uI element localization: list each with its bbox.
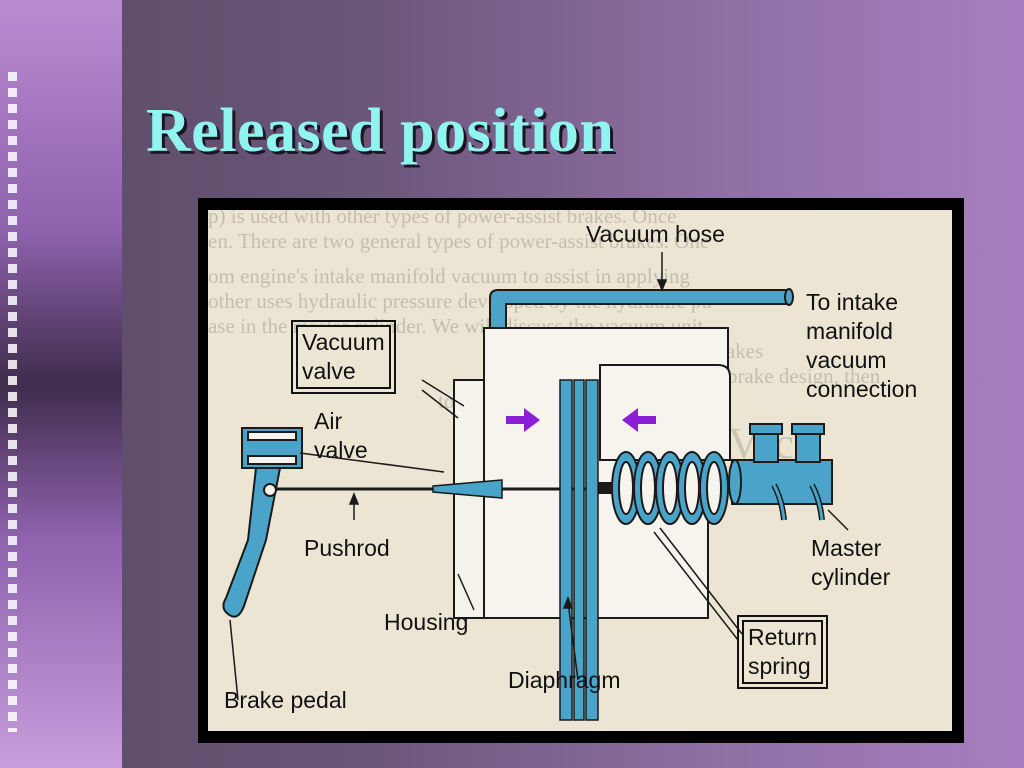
label-vacuum-valve: Vacuum valve [291,320,396,394]
brake-pedal [222,427,303,618]
slide-title: Released position [146,97,615,165]
diaphragm-plate [585,379,599,721]
bg-line: om engine's intake manifold vacuum to as… [208,264,691,288]
air-valve [432,479,503,499]
decorative-square-column [8,72,22,732]
diaphragm-plate [573,379,585,721]
label-master-cylinder: Master cylinder [811,535,891,590]
front-shell [599,364,731,461]
label-diaphragm: Diaphragm [508,667,621,693]
bg-line: en. There are two general types of power… [208,229,710,253]
label-to-intake: To intake manifold vacuum connection [806,289,918,402]
bg-line: p) is used with other types of power-ass… [208,210,677,228]
brake-booster-diagram: p) is used with other types of power-ass… [208,210,952,731]
booster-drawing [222,252,849,721]
label-air-valve: Air valve [314,408,368,463]
diagram-frame: p) is used with other types of power-ass… [198,198,964,743]
leader-lines [229,252,849,701]
vacuum-hose [489,289,791,329]
label-pushrod: Pushrod [304,535,390,561]
master-cylinder [728,423,833,521]
vacuum-arrows [506,408,656,432]
vacuum-hose-end [784,288,794,306]
return-spring [611,451,729,525]
label-brake-pedal: Brake pedal [224,687,347,713]
label-housing: Housing [384,609,469,635]
decorative-left-strip [0,0,122,768]
diaphragm-plate [559,379,573,721]
label-vacuum-hose: Vacuum hose [586,221,725,247]
label-return-spring: Return spring [736,615,829,689]
